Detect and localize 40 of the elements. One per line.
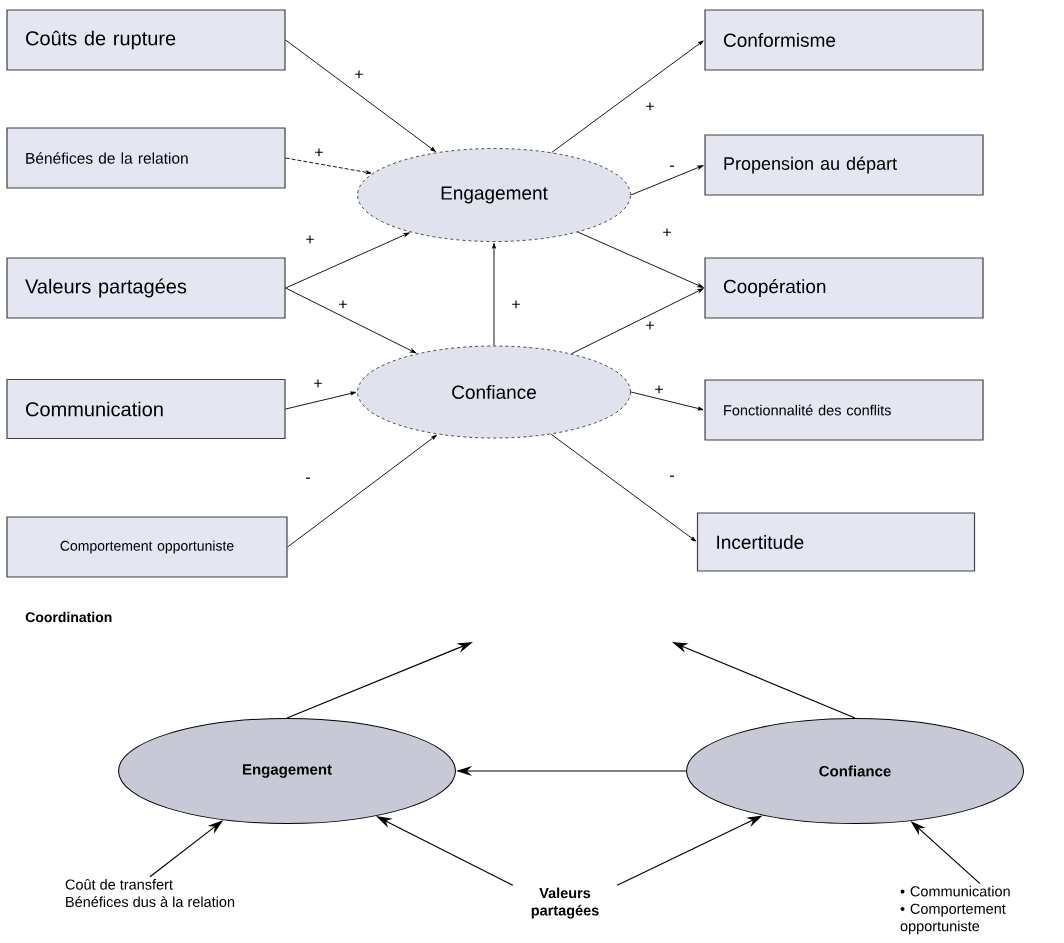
factor-text: Valeurs partagées bbox=[531, 887, 599, 919]
edge-label: + bbox=[353, 69, 365, 81]
edge-label: + bbox=[661, 227, 673, 239]
factor-list: • Communication • Comportement opportuniste bbox=[900, 885, 1010, 935]
edge-label: + bbox=[312, 378, 324, 390]
arrow bbox=[285, 39, 436, 152]
concept-box: Incertitude bbox=[696, 512, 976, 572]
arrow bbox=[285, 157, 372, 175]
arrow bbox=[285, 391, 357, 410]
concept-box: Bénéfices de la relation bbox=[6, 127, 286, 189]
edge-label: + bbox=[644, 320, 656, 332]
edge-label: + bbox=[510, 299, 522, 311]
section-title: Coordination bbox=[25, 611, 112, 623]
arrow bbox=[285, 232, 410, 289]
concept-box: Fonctionnalité des conflits bbox=[704, 379, 984, 441]
edge-label: + bbox=[313, 147, 325, 159]
concept-box: Coûts de rupture bbox=[6, 9, 286, 71]
arrow bbox=[577, 231, 704, 288]
edge-label: - bbox=[668, 474, 676, 482]
edge-label: - bbox=[668, 164, 676, 172]
edge-label: + bbox=[644, 101, 656, 113]
edge-label: + bbox=[653, 384, 665, 396]
concept-box: Conformisme bbox=[704, 9, 984, 71]
arrow bbox=[551, 40, 704, 153]
arrow bbox=[630, 165, 704, 196]
arrow bbox=[571, 288, 704, 355]
arrow bbox=[492, 243, 496, 346]
edge-label: + bbox=[337, 299, 349, 311]
arrow bbox=[630, 391, 704, 411]
edge-label: - bbox=[304, 476, 312, 484]
concept-box: Propension au départ bbox=[704, 134, 984, 196]
factor-text: Coût de transfert Bénéfices dus à la relation bbox=[65, 878, 235, 908]
arrow bbox=[550, 433, 697, 542]
concept-box: Communication bbox=[6, 378, 286, 440]
arrow bbox=[287, 434, 437, 548]
edge-label: + bbox=[304, 234, 316, 246]
concept-box: Coopération bbox=[704, 257, 984, 319]
concept-box: Valeurs partagées bbox=[6, 257, 286, 319]
concept-box: Comportement opportuniste bbox=[6, 516, 288, 578]
arrow bbox=[285, 287, 417, 354]
